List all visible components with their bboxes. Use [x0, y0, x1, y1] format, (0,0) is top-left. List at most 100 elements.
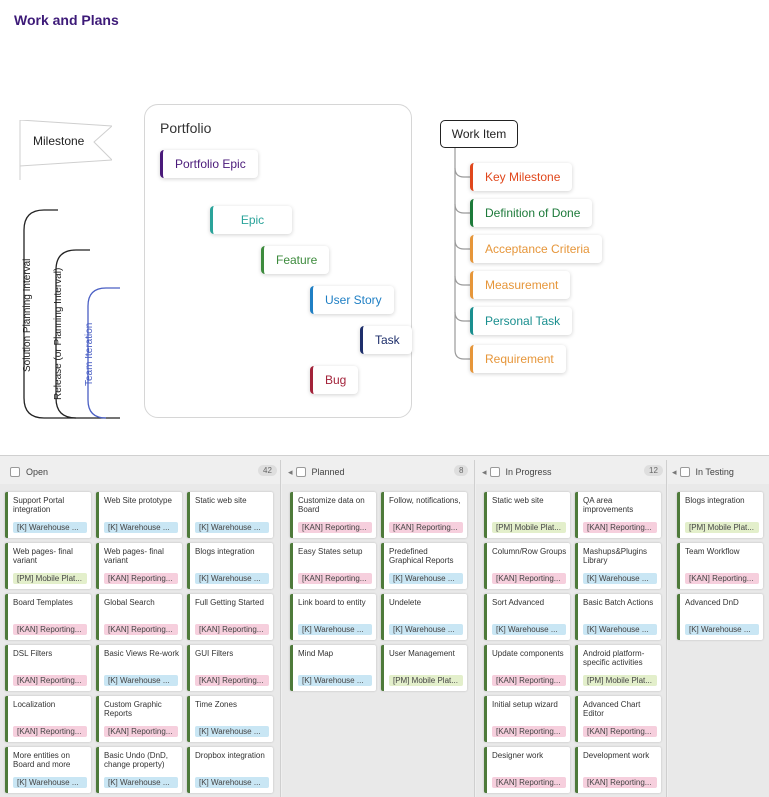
board-card[interactable]: Android platform-specific activities[PM]…: [575, 645, 661, 691]
node-personal-task[interactable]: Personal Task: [470, 307, 573, 335]
card-project-tag[interactable]: [K] Warehouse ...: [685, 624, 759, 635]
card-project-tag[interactable]: [KAN] Reporting...: [492, 726, 566, 737]
board-card[interactable]: Advanced Chart Editor[KAN] Reporting...: [575, 696, 661, 742]
board-card[interactable]: Column/Row Groups[KAN] Reporting...: [484, 543, 570, 589]
board-card[interactable]: Web Site prototype[K] Warehouse ...: [96, 492, 182, 538]
card-project-tag[interactable]: [K] Warehouse ...: [13, 777, 87, 788]
node-feature[interactable]: Feature: [261, 246, 330, 274]
card-project-tag[interactable]: [K] Warehouse ...: [195, 573, 269, 584]
card-project-tag[interactable]: [K] Warehouse ...: [583, 624, 657, 635]
board-card[interactable]: Blogs integration[PM] Mobile Plat...: [677, 492, 763, 538]
node-definition-of-done[interactable]: Definition of Done: [470, 199, 593, 227]
card-project-tag[interactable]: [KAN] Reporting...: [685, 573, 759, 584]
board-card[interactable]: Easy States setup[KAN] Reporting...: [290, 543, 376, 589]
node-bug[interactable]: Bug: [310, 366, 359, 394]
board-card[interactable]: GUI Filters[KAN] Reporting...: [187, 645, 273, 691]
card-project-tag[interactable]: [KAN] Reporting...: [492, 675, 566, 686]
column-select-checkbox[interactable]: [679, 467, 690, 477]
board-card[interactable]: Team Workflow[KAN] Reporting...: [677, 543, 763, 589]
board-card[interactable]: Mashups&Plugins Library[K] Warehouse ...: [575, 543, 661, 589]
collapse-arrow-icon[interactable]: ◂: [672, 466, 677, 477]
board-card[interactable]: Blogs integration[K] Warehouse ...: [187, 543, 273, 589]
card-project-tag[interactable]: [KAN] Reporting...: [389, 522, 463, 533]
board-card[interactable]: Global Search[KAN] Reporting...: [96, 594, 182, 640]
column-header-in-progress[interactable]: ◂ In Progress: [482, 464, 552, 480]
board-card[interactable]: Sort Advanced[K] Warehouse ...: [484, 594, 570, 640]
board-card[interactable]: Update components[KAN] Reporting...: [484, 645, 570, 691]
card-project-tag[interactable]: [KAN] Reporting...: [298, 522, 372, 533]
card-project-tag[interactable]: [K] Warehouse ...: [583, 573, 657, 584]
collapse-arrow-icon[interactable]: ◂: [482, 466, 487, 477]
board-card[interactable]: Advanced DnD[K] Warehouse ...: [677, 594, 763, 640]
node-key-milestone[interactable]: Key Milestone: [470, 163, 573, 191]
board-card[interactable]: Basic Views Re-work[K] Warehouse ...: [96, 645, 182, 691]
board-card[interactable]: Time Zones[K] Warehouse ...: [187, 696, 273, 742]
card-project-tag[interactable]: [K] Warehouse ...: [195, 777, 269, 788]
board-card[interactable]: Designer work[KAN] Reporting...: [484, 747, 570, 793]
column-select-checkbox[interactable]: [295, 467, 306, 477]
board-card[interactable]: Basic Undo (DnD, change property)[K] War…: [96, 747, 182, 793]
card-project-tag[interactable]: [KAN] Reporting...: [583, 726, 657, 737]
board-card[interactable]: Full Getting Started[KAN] Reporting...: [187, 594, 273, 640]
board-card[interactable]: Customize data on Board[KAN] Reporting..…: [290, 492, 376, 538]
card-project-tag[interactable]: [PM] Mobile Plat...: [389, 675, 463, 686]
card-project-tag[interactable]: [KAN] Reporting...: [583, 522, 657, 533]
card-project-tag[interactable]: [KAN] Reporting...: [13, 624, 87, 635]
card-project-tag[interactable]: [K] Warehouse ...: [389, 624, 463, 635]
board-card[interactable]: Link board to entity[K] Warehouse ...: [290, 594, 376, 640]
card-project-tag[interactable]: [KAN] Reporting...: [298, 573, 372, 584]
card-project-tag[interactable]: [PM] Mobile Plat...: [685, 522, 759, 533]
card-project-tag[interactable]: [K] Warehouse ...: [13, 522, 87, 533]
board-card[interactable]: DSL Filters[KAN] Reporting...: [5, 645, 91, 691]
work-item-node[interactable]: Work Item: [440, 120, 518, 148]
board-card[interactable]: Dropbox integration[K] Warehouse ...: [187, 747, 273, 793]
card-project-tag[interactable]: [KAN] Reporting...: [13, 675, 87, 686]
board-card[interactable]: Static web site[PM] Mobile Plat...: [484, 492, 570, 538]
card-project-tag[interactable]: [K] Warehouse ...: [298, 675, 372, 686]
board-card[interactable]: User Management[PM] Mobile Plat...: [381, 645, 467, 691]
board-card[interactable]: QA area improvements[KAN] Reporting...: [575, 492, 661, 538]
board-card[interactable]: Predefined Graphical Reports[K] Warehous…: [381, 543, 467, 589]
board-card[interactable]: Web pages- final variant[PM] Mobile Plat…: [5, 543, 91, 589]
node-measurement[interactable]: Measurement: [470, 271, 571, 299]
node-portfolio-epic[interactable]: Portfolio Epic: [160, 150, 258, 178]
card-project-tag[interactable]: [KAN] Reporting...: [104, 573, 178, 584]
card-project-tag[interactable]: [K] Warehouse ...: [195, 726, 269, 737]
board-card[interactable]: Development work[KAN] Reporting...: [575, 747, 661, 793]
collapse-arrow-icon[interactable]: ◂: [288, 466, 293, 477]
column-header-open[interactable]: Open: [10, 464, 48, 480]
card-project-tag[interactable]: [K] Warehouse ...: [298, 624, 372, 635]
card-project-tag[interactable]: [KAN] Reporting...: [583, 777, 657, 788]
board-card[interactable]: Mind Map[K] Warehouse ...: [290, 645, 376, 691]
board-card[interactable]: Initial setup wizard[KAN] Reporting...: [484, 696, 570, 742]
board-card[interactable]: Board Templates[KAN] Reporting...: [5, 594, 91, 640]
node-requirement[interactable]: Requirement: [470, 345, 566, 373]
column-select-checkbox[interactable]: [489, 467, 500, 477]
card-project-tag[interactable]: [PM] Mobile Plat...: [13, 573, 87, 584]
board-card[interactable]: Undelete[K] Warehouse ...: [381, 594, 467, 640]
card-project-tag[interactable]: [K] Warehouse ...: [104, 522, 178, 533]
card-project-tag[interactable]: [KAN] Reporting...: [195, 624, 269, 635]
column-header-planned[interactable]: ◂ Planned: [288, 464, 345, 480]
card-project-tag[interactable]: [KAN] Reporting...: [492, 777, 566, 788]
board-card[interactable]: Basic Batch Actions[K] Warehouse ...: [575, 594, 661, 640]
card-project-tag[interactable]: [K] Warehouse ...: [195, 522, 269, 533]
card-project-tag[interactable]: [PM] Mobile Plat...: [492, 522, 566, 533]
board-card[interactable]: Support Portal integration[K] Warehouse …: [5, 492, 91, 538]
node-task[interactable]: Task: [360, 326, 412, 354]
card-project-tag[interactable]: [K] Warehouse ...: [104, 675, 178, 686]
card-project-tag[interactable]: [KAN] Reporting...: [104, 624, 178, 635]
card-project-tag[interactable]: [KAN] Reporting...: [492, 573, 566, 584]
board-card[interactable]: Follow, notifications,[KAN] Reporting...: [381, 492, 467, 538]
board-card[interactable]: Custom Graphic Reports[KAN] Reporting...: [96, 696, 182, 742]
node-epic[interactable]: Epic: [210, 206, 292, 234]
card-project-tag[interactable]: [KAN] Reporting...: [104, 726, 178, 737]
card-project-tag[interactable]: [PM] Mobile Plat...: [583, 675, 657, 686]
card-project-tag[interactable]: [K] Warehouse ...: [104, 777, 178, 788]
column-header-in-testing[interactable]: ◂ In Testing: [672, 464, 734, 480]
card-project-tag[interactable]: [KAN] Reporting...: [13, 726, 87, 737]
card-project-tag[interactable]: [K] Warehouse ...: [389, 573, 463, 584]
card-project-tag[interactable]: [KAN] Reporting...: [195, 675, 269, 686]
board-card[interactable]: Web pages- final variant[KAN] Reporting.…: [96, 543, 182, 589]
card-project-tag[interactable]: [K] Warehouse ...: [492, 624, 566, 635]
